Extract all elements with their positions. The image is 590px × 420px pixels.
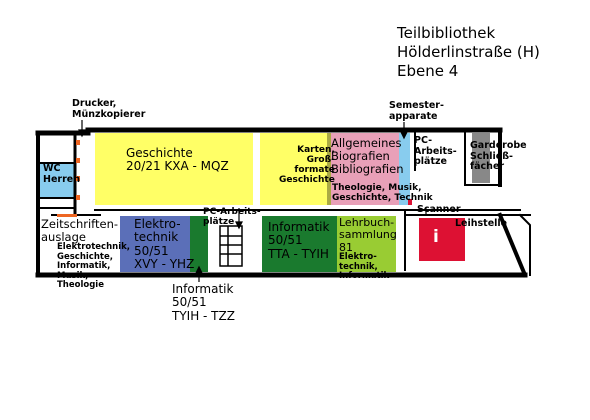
elektro-shelves	[120, 216, 190, 272]
informatik-tta-shelves	[262, 216, 337, 272]
pc-arbeitsplaetze-top-label: PC- Arbeits- plätze	[414, 135, 457, 168]
allgemeines-shelves	[331, 133, 399, 205]
informatik-tta-label: Informatik 50/51 TTA - TYIH	[268, 220, 330, 261]
geschichte-shelves	[95, 133, 253, 205]
lehrbuch-sub-label: Elektro- technik, Informatik	[339, 252, 390, 282]
semester-label: Semester- apparate	[389, 100, 444, 122]
karten-shelves	[260, 133, 328, 205]
informatik-tyih-label: Informatik 50/51 TYIH - TZZ	[172, 282, 235, 323]
geschichte-label: Geschichte 20/21 KXA - MQZ	[126, 146, 229, 174]
zeitschriften-sub-label: Elektrotechnik, Geschichte, Informatik, …	[57, 242, 130, 291]
elektro-label: Elektro- technik 50/51 XVY - YHZ	[134, 217, 195, 272]
leihstelle-desk	[419, 218, 465, 261]
pc-arbeitsplaetze-mid-label: PC-Arbeits- plätze	[203, 207, 261, 228]
lehrbuch-shelves	[337, 216, 396, 272]
semester-shelves	[399, 133, 410, 205]
zeitschriften-label: Zeitschriften- auslage	[41, 217, 119, 244]
allgemeines-sub-label: Theologie, Musik, Geschichte, Technik	[332, 183, 433, 204]
allgemeines-label: Allgemeines Biografien Bibliografien	[331, 136, 404, 176]
drucker-label: Drucker, Münzkopierer	[72, 98, 146, 120]
title-line-1: Teilbibliothek	[397, 24, 496, 42]
garderobe-area	[472, 133, 490, 183]
staircase	[219, 225, 243, 267]
karten-divider	[327, 133, 331, 205]
garderobe-label: Garderobe Schließ- fächer	[470, 140, 527, 173]
title-line-2: Hölderlinstraße (H)	[397, 43, 540, 61]
informatik-tyih-shelves	[190, 216, 208, 272]
scanner-label: Scanner	[417, 204, 461, 215]
leihstelle-label: Leihstelle	[455, 218, 508, 229]
lehrbuch-label: Lehrbuch- sammlung 81	[339, 216, 397, 254]
title-line-3: Ebene 4	[397, 62, 459, 80]
info-icon: i	[433, 227, 439, 247]
printer-markers	[57, 140, 80, 217]
scanner-marker	[408, 199, 412, 205]
karten-label: Karten, Groß- formate Geschichte	[279, 145, 335, 186]
wc-label: WC Herren	[43, 163, 80, 185]
wc-room	[40, 163, 75, 198]
